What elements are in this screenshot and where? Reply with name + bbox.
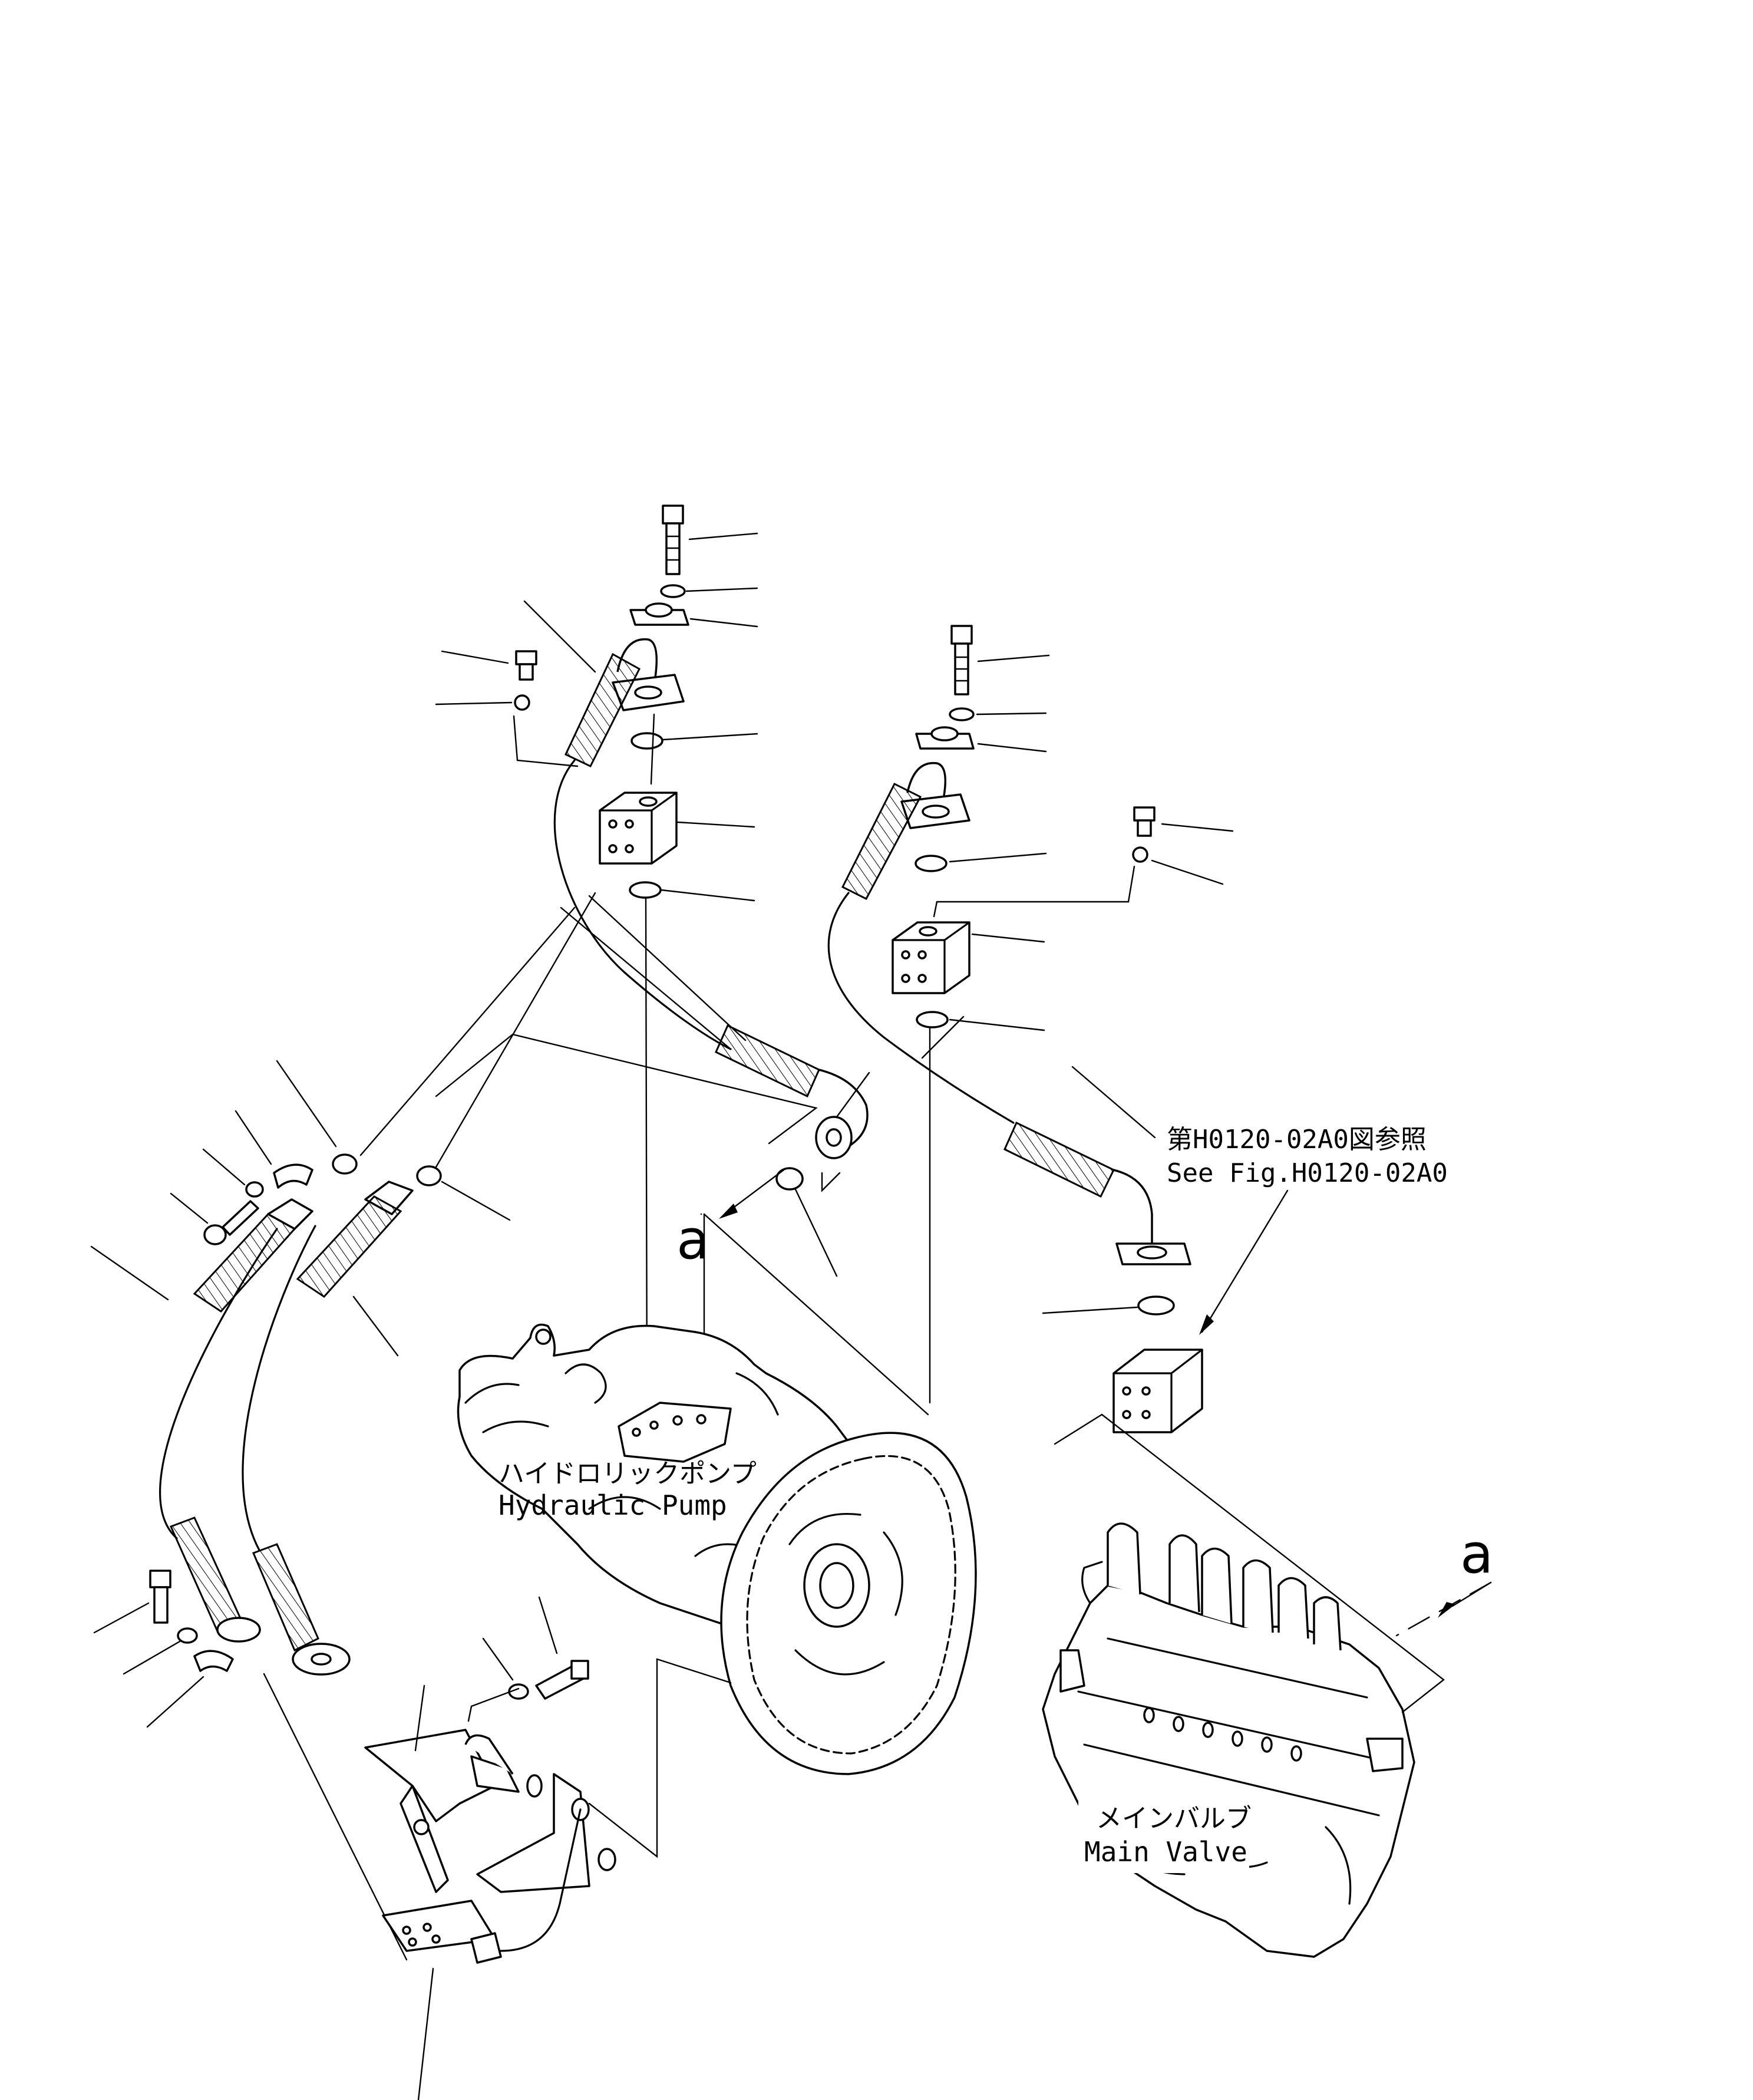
plug	[515, 650, 537, 681]
split-flange	[629, 602, 689, 626]
spring-washer	[177, 1627, 198, 1644]
adapter-block	[892, 921, 970, 994]
o-ring-small	[514, 694, 530, 711]
leader-lines-middle	[435, 898, 1156, 1416]
hose-sleeve	[193, 1213, 296, 1313]
hose-sleeve	[841, 782, 922, 900]
hose-sleeve	[564, 652, 641, 767]
o-ring	[915, 855, 948, 872]
split-flange	[273, 1163, 313, 1189]
o-ring	[630, 732, 663, 750]
pump-mount-hardware	[482, 1596, 589, 1700]
hose-sleeve	[1003, 1121, 1115, 1198]
hydraulic-pump	[457, 1323, 977, 1775]
hose-sleeve	[252, 1543, 319, 1652]
main-valve-label-jp: メインバルブ	[1096, 1804, 1252, 1834]
leader-lines-upper-right	[933, 654, 1234, 1031]
left-lower-hose-assembly	[149, 1153, 442, 1676]
adapter-block-lower	[1112, 1349, 1203, 1433]
hose-sleeve	[169, 1517, 243, 1634]
spring-washer	[245, 1181, 264, 1198]
o-ring	[629, 881, 662, 899]
upper-left-hose-assembly	[514, 505, 689, 899]
adapter-block	[599, 792, 678, 865]
o-ring	[1137, 1295, 1175, 1316]
split-flange	[915, 726, 975, 750]
view-a-reference-lines	[700, 1169, 1492, 1713]
view-a-marker-left: a	[676, 1208, 709, 1271]
see-fig-label-jp: 第H0120-02A0図参照	[1167, 1125, 1427, 1155]
hose-elbow-fitting	[900, 761, 970, 829]
spring-washer	[526, 1774, 543, 1798]
hose-elbow-fitting-lower	[1113, 1169, 1191, 1265]
leader-lines-upper-left	[435, 532, 758, 902]
leader-lines-left	[90, 892, 596, 1961]
split-flange	[193, 1650, 234, 1672]
o-ring	[332, 1153, 358, 1175]
plug	[1133, 806, 1156, 837]
flange-bolt	[203, 1200, 259, 1245]
o-ring	[775, 1167, 804, 1191]
hose-end-fitting	[216, 1617, 351, 1676]
main-valve-label-en: Main Valve	[1084, 1836, 1247, 1868]
view-a-marker-right: a	[1460, 1522, 1493, 1585]
flange-bolt	[950, 625, 973, 695]
hydraulic-pump-label-jp: ハイドロリックポンプ	[499, 1459, 757, 1489]
o-ring-small	[1132, 846, 1148, 863]
hose-sleeve	[715, 1024, 820, 1098]
hose-sleeve	[296, 1195, 402, 1298]
see-fig-label-en: See Fig.H0120-02A0	[1167, 1158, 1448, 1188]
mounting-bracket	[364, 1658, 732, 2100]
hose-end-fitting	[815, 1069, 869, 1159]
spring-washer	[660, 584, 686, 598]
upper-right-hose-assembly	[841, 625, 1156, 1028]
flange-bolt	[149, 1570, 171, 1624]
flange-bolt	[662, 505, 684, 575]
main-valve	[1042, 1522, 1415, 1958]
spring-washer	[949, 707, 975, 721]
hydraulic-pump-label-en: Hydraulic Pump	[499, 1489, 727, 1521]
o-ring	[916, 1011, 949, 1028]
main-valve-label-backdrop	[1078, 1796, 1249, 1873]
o-ring	[416, 1165, 442, 1186]
